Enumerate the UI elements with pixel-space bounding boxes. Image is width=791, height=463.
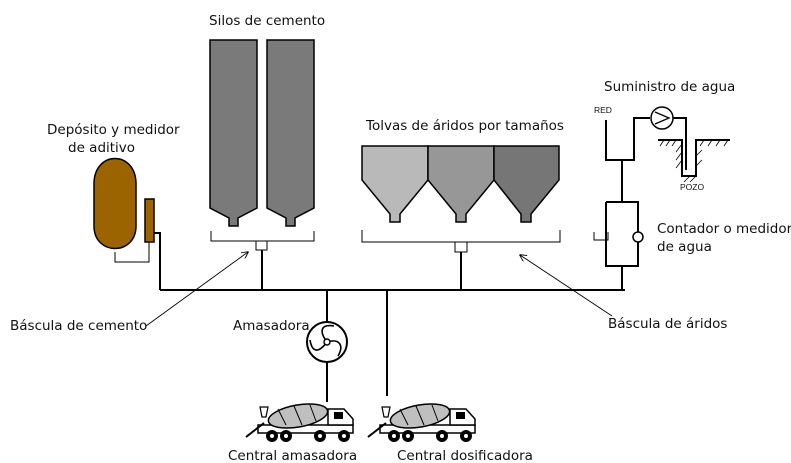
silo-left — [209, 39, 258, 227]
water-meter-icon — [632, 231, 644, 243]
label-amasadora: Amasadora — [233, 318, 310, 334]
additive-tank — [93, 157, 161, 290]
ground-hatching — [659, 139, 729, 183]
label-bascula-aridos: Báscula de áridos — [608, 316, 727, 332]
water-supply — [593, 106, 730, 291]
label-tolvas: Tolvas de áridos por tamaños — [365, 118, 564, 134]
label-red: RED — [594, 105, 612, 115]
arrow-bascula-aridos — [520, 255, 613, 317]
aggregate-scale — [361, 230, 561, 290]
label-silos: Silos de cemento — [209, 13, 325, 29]
label-bascula-cemento: Báscula de cemento — [10, 318, 147, 334]
hopper-1 — [361, 145, 429, 223]
mixer-icon — [306, 321, 348, 363]
truck-dosificadora-icon — [367, 398, 476, 443]
silo-right — [266, 39, 315, 227]
truck-amasadora-icon — [245, 398, 354, 443]
label-central-amasadora: Central amasadora — [228, 448, 357, 463]
cement-silos — [209, 39, 315, 227]
additive-meter — [144, 198, 155, 243]
hopper-3 — [493, 145, 560, 223]
arrow-bascula-cemento — [145, 252, 248, 327]
label-central-dosificadora: Central dosificadora — [397, 448, 533, 463]
hopper-2 — [427, 145, 495, 223]
label-pozo: POZO — [680, 182, 704, 192]
label-suministro: Suministro de agua — [604, 79, 735, 95]
label-deposito-1: Depósito y medidor — [47, 122, 180, 138]
label-contador-2: de agua — [657, 239, 712, 255]
label-deposito-2: de aditivo — [68, 140, 135, 156]
cement-scale — [210, 231, 315, 290]
label-contador-1: Contador o medidor — [657, 221, 791, 237]
aggregate-hoppers — [361, 145, 560, 223]
